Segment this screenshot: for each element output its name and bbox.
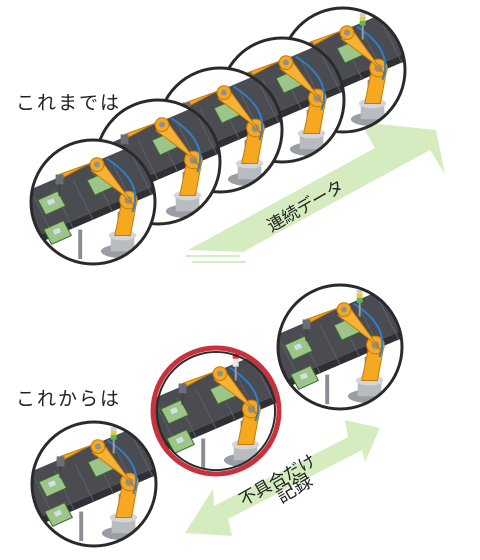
until-now-label: これまでは	[16, 92, 122, 114]
defect-only-arrow	[185, 420, 380, 536]
defect-frame-1	[30, 420, 158, 548]
from-now-label: これからは	[16, 388, 122, 410]
continuous-frame-1	[29, 138, 157, 266]
continuous-data-arrow	[186, 122, 445, 263]
continuous-frame-sequence	[29, 6, 407, 266]
defect-frame-2	[150, 345, 282, 477]
defect-frame-3	[276, 283, 404, 411]
defect-frame-sequence	[30, 283, 404, 548]
